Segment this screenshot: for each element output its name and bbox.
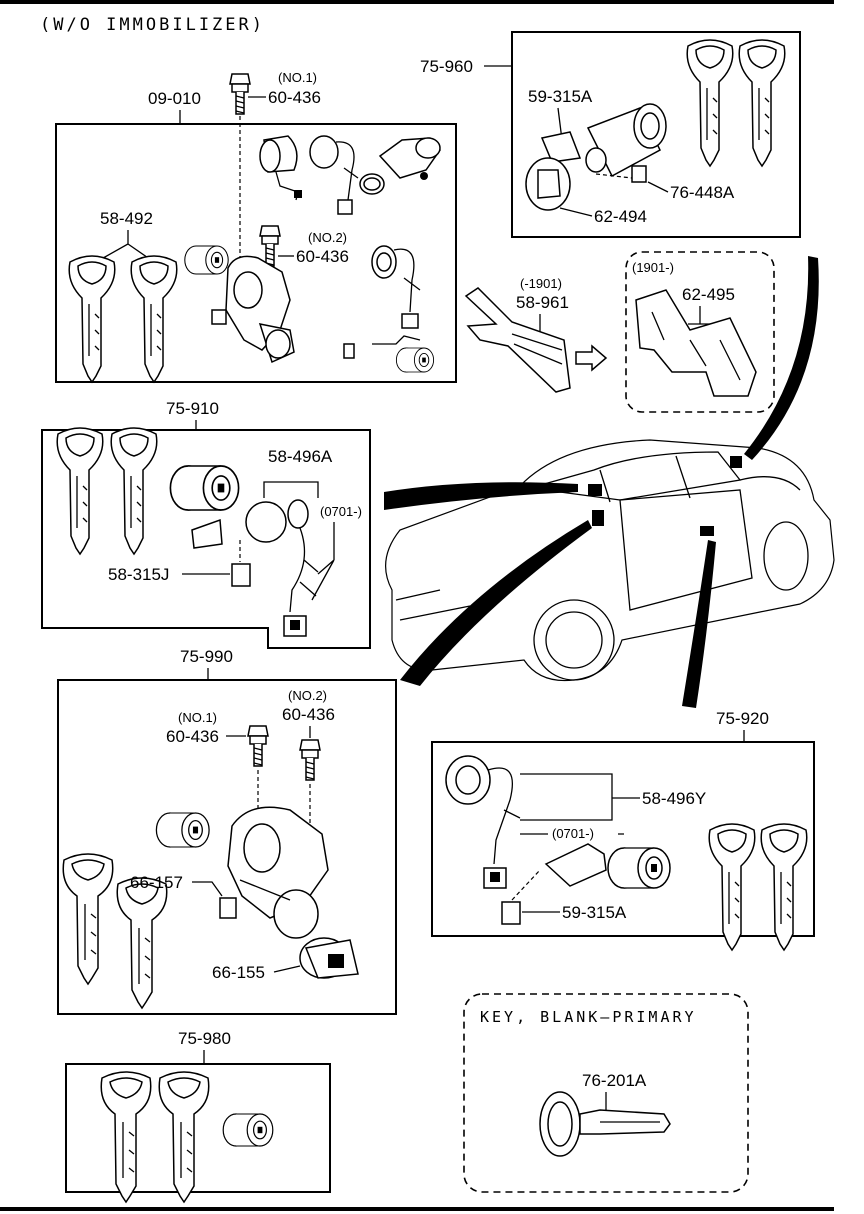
door-lock-cylinder-icon <box>169 465 240 511</box>
assembly-62-495-frame <box>625 251 775 413</box>
label-09-010: 09-010 <box>148 89 201 108</box>
bracket-icon <box>231 563 251 587</box>
assembly-62-495: (1901-) 62-495 <box>625 251 775 413</box>
assembly-75-920-frame <box>431 741 815 937</box>
assembly-key-blank-frame <box>463 993 749 1193</box>
lock-cylinder-icon <box>155 812 210 848</box>
label-58-492: 58-492 <box>100 209 153 228</box>
label-75-960: 75-960 <box>420 57 473 76</box>
label-bolt2-code: 60-436 <box>296 247 349 266</box>
blank-key-icon <box>539 1091 671 1157</box>
lock-retainer-ring-icon <box>525 157 571 211</box>
assembly-75-980-frame <box>65 1063 331 1193</box>
assembly-75-920: 75-920 58-496Y (0701-) 59-315A <box>431 709 815 951</box>
label-key-blank-title: KEY, BLANK–PRIMARY <box>480 1008 697 1026</box>
label-66-157: 66-157 <box>130 873 183 892</box>
assembly-09-010-frame <box>55 123 457 383</box>
assembly-75-980: 75-980 <box>65 1029 331 1203</box>
label-58-961: 58-961 <box>516 293 569 312</box>
key-icon <box>56 427 104 555</box>
leader-arrow-75-960 <box>744 256 819 460</box>
bolt-no1-icon <box>229 73 251 115</box>
lock-cylinder-icon <box>184 245 229 275</box>
key-reminder-switch-icon <box>343 245 435 373</box>
label-58-496A: 58-496A <box>268 447 333 466</box>
key-icon <box>130 255 178 383</box>
bottom-frame-bar <box>0 1207 834 1211</box>
label-58-496Y: 58-496Y <box>642 789 706 808</box>
label-58-496A-note: (0701-) <box>320 504 362 519</box>
bolt-no1-icon <box>247 725 269 767</box>
label-75-920: 75-920 <box>716 709 769 728</box>
label-76-448A: 76-448A <box>670 183 735 202</box>
assembly-58-961: (-1901) 58-961 <box>464 276 608 393</box>
top-frame-bar <box>0 0 834 4</box>
label-62-494: 62-494 <box>594 207 647 226</box>
key-icon <box>686 39 734 167</box>
label-990-bolt1-code: 60-436 <box>166 727 219 746</box>
diagram-header: (W/O IMMOBILIZER) <box>40 15 265 35</box>
door-lock-cylinder-icon <box>544 843 671 889</box>
label-62-495-note: (1901-) <box>632 260 674 275</box>
arrow-right-icon <box>575 344 608 372</box>
label-75-980: 75-980 <box>178 1029 231 1048</box>
label-bolt1-code: 60-436 <box>268 88 321 107</box>
lock-cylinder-icon <box>222 1113 274 1147</box>
steering-lock-housing-icon <box>227 806 329 939</box>
label-990-bolt2-note: (NO.2) <box>288 688 327 703</box>
label-75-910: 75-910 <box>166 399 219 418</box>
lock-bracket-icon <box>635 289 757 397</box>
label-bolt2-note: (NO.2) <box>308 230 347 245</box>
assembly-key-blank: KEY, BLANK–PRIMARY 76-201A <box>463 993 749 1193</box>
key-icon <box>62 853 114 985</box>
key-icon <box>116 877 168 1009</box>
label-58-961-note: (-1901) <box>520 276 562 291</box>
wiring-harness-icon <box>445 755 521 889</box>
key-icon <box>110 427 158 555</box>
key-icon <box>738 39 786 167</box>
steering-lock-housing-icon <box>211 255 295 364</box>
assembly-09-010: 09-010 (NO.1) 60-436 (NO.2) 60-436 58-49… <box>55 70 457 383</box>
ignition-switch-icon <box>259 135 441 215</box>
label-bolt1-note: (NO.1) <box>278 70 317 85</box>
assembly-75-960: 75-960 59-315A 62-494 76-448A <box>420 31 801 238</box>
label-990-bolt2-code: 60-436 <box>282 705 335 724</box>
leader-arrow-75-920 <box>682 540 716 708</box>
assembly-75-960-frame <box>511 31 801 238</box>
label-58-496Y-note: (0701-) <box>552 826 594 841</box>
assembly-75-990-frame <box>57 679 397 1015</box>
key-icon <box>100 1071 152 1203</box>
label-66-155: 66-155 <box>212 963 265 982</box>
leader-arrow-75-990 <box>400 520 592 686</box>
lock-bracket-icon <box>464 287 571 393</box>
label-75-990: 75-990 <box>180 647 233 666</box>
label-59-315A: 59-315A <box>528 87 593 106</box>
switch-part-icon <box>219 897 237 919</box>
bolt-no2-icon <box>259 225 281 267</box>
key-icon <box>158 1071 210 1203</box>
label-62-495: 62-495 <box>682 285 735 304</box>
label-76-201A: 76-201A <box>582 1071 647 1090</box>
clip-icon <box>631 165 647 183</box>
bolt-no2-icon <box>299 739 321 781</box>
vehicle-outline <box>385 439 835 682</box>
label-990-bolt1-note: (NO.1) <box>178 710 217 725</box>
label-58-315J: 58-315J <box>108 565 169 584</box>
bracket-icon <box>501 901 521 925</box>
assembly-75-910-frame <box>41 429 371 649</box>
ignition-switch-icon <box>299 937 359 979</box>
leader-arrow-75-910 <box>384 482 578 510</box>
key-icon <box>68 255 116 383</box>
label-59-315A: 59-315A <box>562 903 627 922</box>
wiring-harness-icon <box>245 499 319 637</box>
assembly-75-990: 75-990 (NO.1) 60-436 (NO.2) 60-436 66-15… <box>57 647 397 1015</box>
assembly-75-910: 75-910 58-315J 58-496A (0701-) <box>41 399 371 649</box>
key-icon <box>760 823 808 951</box>
trunk-lock-cylinder-icon <box>540 103 667 178</box>
key-icon <box>708 823 756 951</box>
